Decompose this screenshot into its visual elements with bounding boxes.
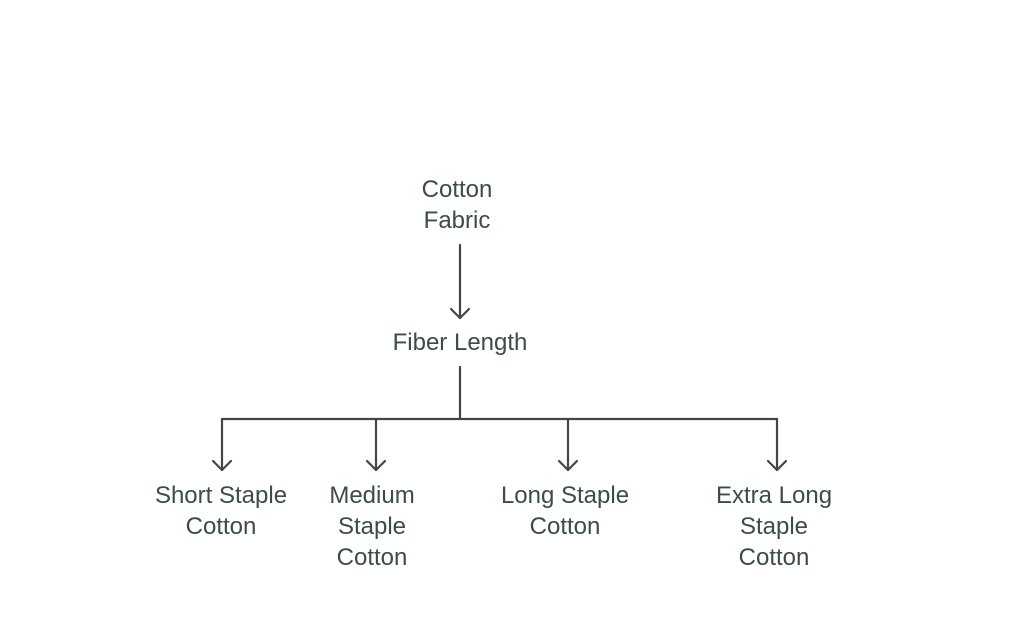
node-label-line: Cotton: [185, 513, 257, 540]
node-cotton-fabric: Cotton Fabric: [422, 174, 493, 236]
arrowhead-icon: [557, 459, 579, 472]
arrowhead-icon: [766, 459, 788, 472]
node-label-line: Fiber Length: [392, 329, 528, 356]
node-label-line: Long Staple: [500, 482, 630, 509]
node-label-line: Short Staple: [154, 482, 288, 509]
arrowhead-icon: [211, 459, 233, 472]
node-fiber-length: Fiber Length: [393, 327, 528, 358]
node-label-line: Cotton: [529, 513, 601, 540]
node-label-line: Cotton: [336, 544, 408, 571]
node-label-line: Cotton: [738, 544, 810, 571]
node-label-line: Fabric: [423, 207, 491, 234]
node-short-staple-cotton: Short Staple Cotton: [155, 480, 287, 542]
node-label-line: Staple: [337, 513, 407, 540]
node-extra-long-staple-cotton: Extra Long Staple Cotton: [716, 480, 832, 573]
node-label-line: Staple: [739, 513, 809, 540]
node-long-staple-cotton: Long Staple Cotton: [501, 480, 629, 542]
node-label-line: Medium: [329, 482, 415, 509]
node-label-line: Extra Long: [715, 482, 833, 509]
arrowhead-icon: [449, 307, 471, 320]
node-medium-staple-cotton: Medium Staple Cotton: [329, 480, 414, 573]
arrowhead-icon: [365, 459, 387, 472]
node-label-line: Cotton: [421, 176, 493, 203]
